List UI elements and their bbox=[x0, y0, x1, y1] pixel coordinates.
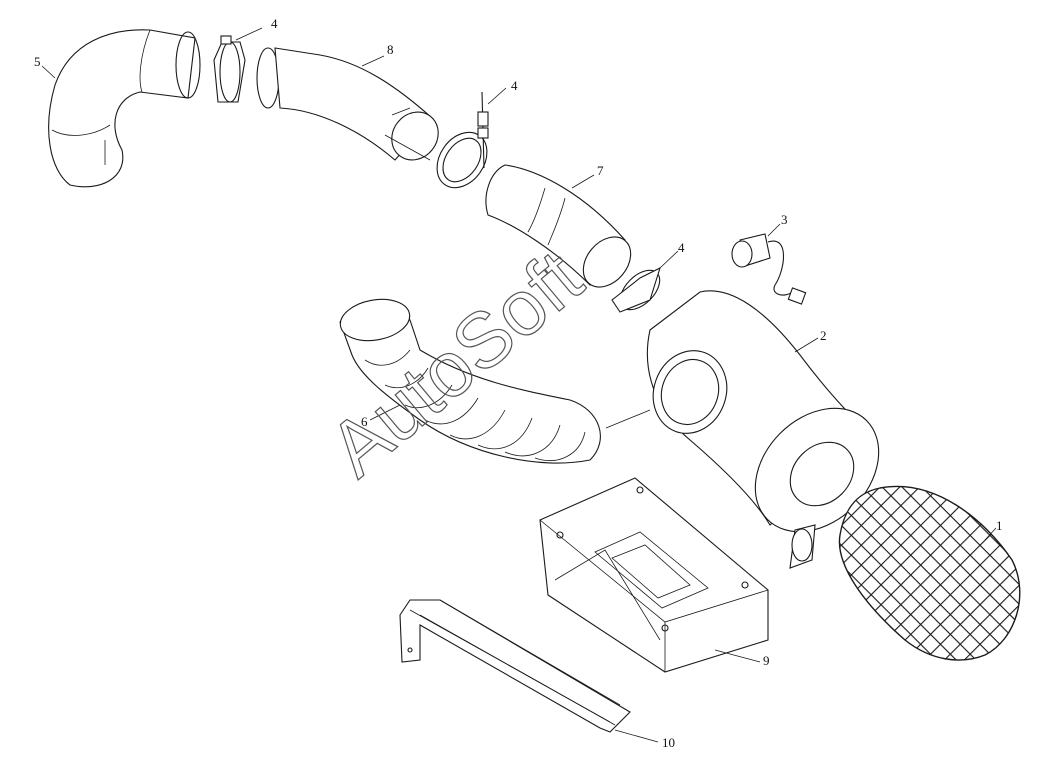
channel-rail-part bbox=[399, 599, 631, 733]
elbow-hose-part bbox=[48, 29, 201, 188]
air-cleaner-housing-part bbox=[646, 290, 880, 569]
clamp-part-a bbox=[213, 35, 246, 103]
leader-lines bbox=[41, 27, 997, 743]
callout-3: 3 bbox=[781, 212, 788, 227]
callout-4-upper: 4 bbox=[271, 16, 278, 31]
callout-4-lower: 4 bbox=[678, 240, 685, 255]
callout-8: 6 bbox=[361, 414, 368, 429]
callout-1: 1 bbox=[996, 518, 1003, 533]
filter-element-part bbox=[838, 485, 1021, 661]
straight-pipe-part bbox=[256, 47, 439, 161]
short-pipe-part bbox=[485, 164, 632, 288]
mounting-bracket-part bbox=[539, 477, 769, 673]
callout-4-middle: 4 bbox=[511, 78, 518, 93]
bellows-hose-part bbox=[339, 298, 601, 464]
callout-2: 2 bbox=[820, 328, 827, 343]
callout-6: 8 bbox=[387, 42, 394, 57]
callout-7: 5 bbox=[34, 54, 41, 69]
callout-10: 10 bbox=[662, 735, 675, 750]
clamp-part-c bbox=[611, 266, 661, 313]
band-clamp-part bbox=[436, 91, 489, 189]
sensor-part bbox=[731, 233, 807, 305]
callout-5: 7 bbox=[597, 163, 604, 178]
callout-9: 9 bbox=[763, 653, 770, 668]
